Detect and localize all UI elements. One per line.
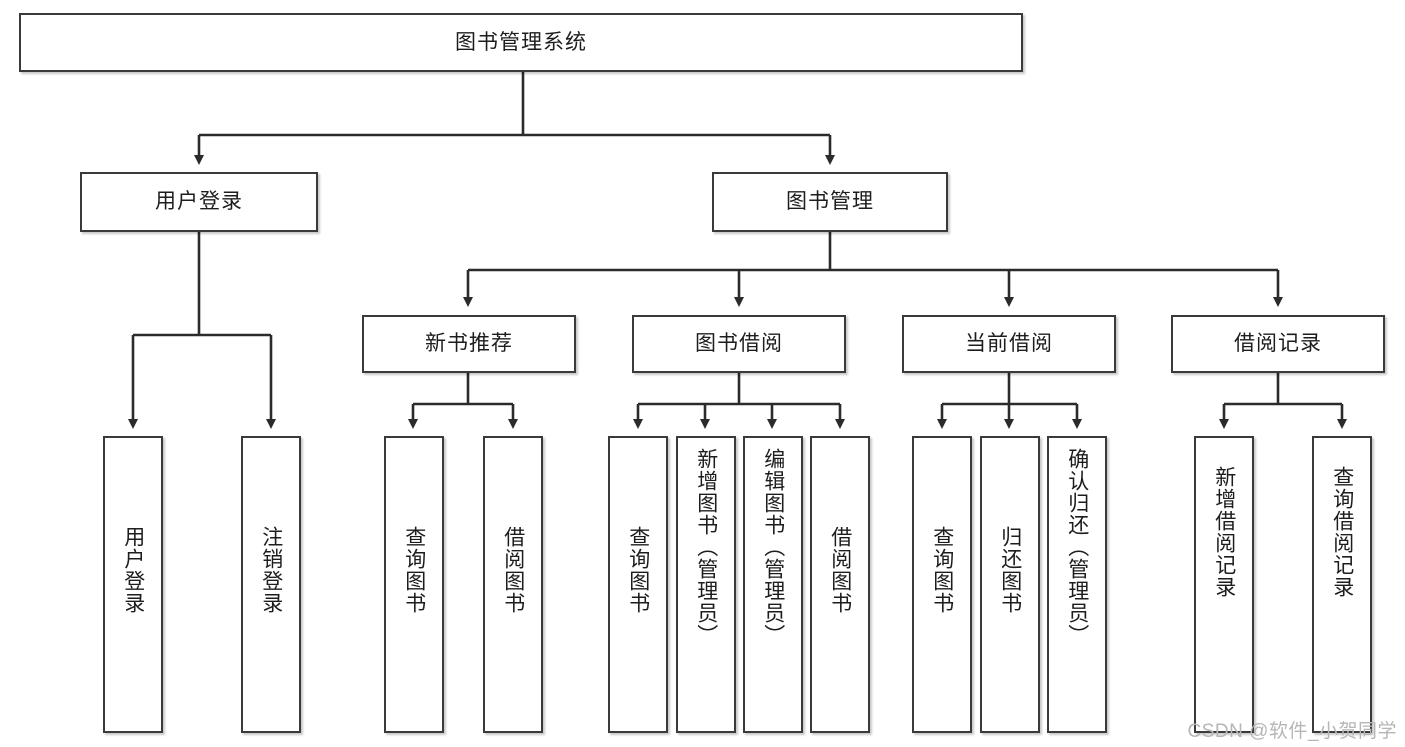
node-label: 归还图书 (998, 526, 1022, 614)
node-label: 查询图书 (626, 526, 650, 614)
node-label: 用户登录 (121, 526, 145, 614)
node-label: 查询借阅记录 (1330, 466, 1354, 598)
node-label: 当前借阅 (965, 332, 1053, 356)
node-book-management[interactable]: 图书管理 (712, 172, 948, 232)
node-new-book-recommend[interactable]: 新书推荐 (362, 315, 576, 373)
node-current-borrow[interactable]: 当前借阅 (902, 315, 1116, 373)
leaf-new-book-borrow[interactable]: 借阅图书 (483, 436, 543, 733)
node-label: 查询图书 (402, 526, 426, 614)
leaf-current-borrow-query[interactable]: 查询图书 (912, 436, 972, 733)
leaf-book-borrow-borrow[interactable]: 借阅图书 (810, 436, 870, 733)
leaf-borrow-record-query[interactable]: 查询借阅记录 (1312, 436, 1372, 733)
leaf-current-borrow-confirm[interactable]: 确认归还（管理员） (1047, 436, 1107, 733)
node-label: 借阅图书 (501, 526, 525, 614)
leaf-book-borrow-edit[interactable]: 编辑图书（管理员） (743, 436, 803, 733)
leaf-book-borrow-query[interactable]: 查询图书 (608, 436, 668, 733)
node-borrow-record[interactable]: 借阅记录 (1171, 315, 1385, 373)
node-label: 确认归还（管理员） (1065, 448, 1089, 646)
leaf-new-book-query[interactable]: 查询图书 (384, 436, 444, 733)
node-label: 用户登录 (155, 190, 243, 214)
leaf-current-borrow-return[interactable]: 归还图书 (980, 436, 1040, 733)
node-label: 图书借阅 (695, 332, 783, 356)
node-label: 新书推荐 (425, 332, 513, 356)
node-label: 新增借阅记录 (1212, 466, 1236, 598)
node-book-borrow[interactable]: 图书借阅 (632, 315, 846, 373)
node-label: 查询图书 (930, 526, 954, 614)
leaf-borrow-record-add[interactable]: 新增借阅记录 (1194, 436, 1254, 733)
leaf-user-login-login[interactable]: 用户登录 (103, 436, 163, 733)
node-label: 图书管理 (786, 190, 874, 214)
node-label: 注销登录 (259, 526, 283, 614)
node-label: 借阅记录 (1234, 332, 1322, 356)
leaf-book-borrow-add[interactable]: 新增图书（管理员） (676, 436, 736, 733)
node-user-login[interactable]: 用户登录 (80, 172, 318, 232)
leaf-user-login-logout[interactable]: 注销登录 (241, 436, 301, 733)
node-label: 新增图书（管理员） (694, 448, 718, 646)
node-root-system[interactable]: 图书管理系统 (19, 13, 1023, 72)
node-label: 图书管理系统 (455, 30, 587, 54)
node-label: 编辑图书（管理员） (761, 448, 785, 646)
node-label: 借阅图书 (828, 526, 852, 614)
